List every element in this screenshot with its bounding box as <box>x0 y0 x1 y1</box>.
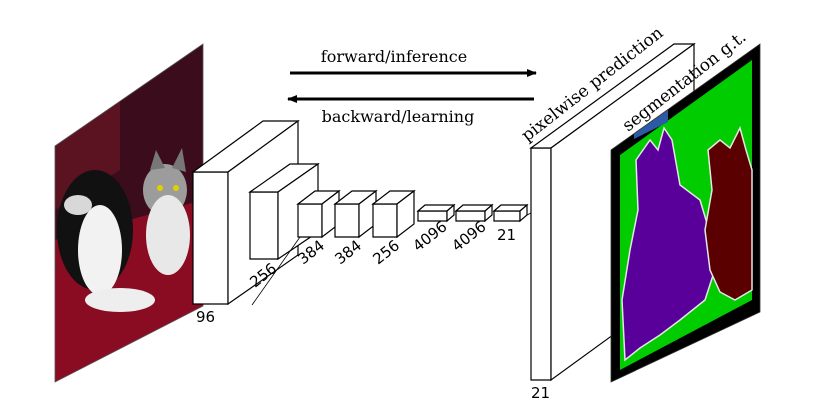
layer-label: 21 <box>497 226 516 244</box>
layer-block <box>333 189 378 239</box>
layer-block <box>371 189 416 239</box>
segmentation-frame <box>610 43 761 383</box>
input-photo <box>55 44 203 382</box>
layer-label: 4096 <box>448 217 489 255</box>
connector-lines <box>251 212 532 306</box>
layer-block <box>492 203 529 223</box>
prediction-depth-label: 21 <box>531 384 550 402</box>
forward-label: forward/inference <box>321 47 467 66</box>
backward-label: backward/learning <box>322 107 475 126</box>
layer-label: 96 <box>196 308 215 326</box>
layer-block <box>416 203 456 223</box>
input-photo-frame <box>54 43 204 383</box>
layer-label: 256 <box>369 236 403 268</box>
layer-label: 384 <box>331 236 365 268</box>
layer-block <box>454 203 494 223</box>
layer-label: 4096 <box>409 217 450 255</box>
